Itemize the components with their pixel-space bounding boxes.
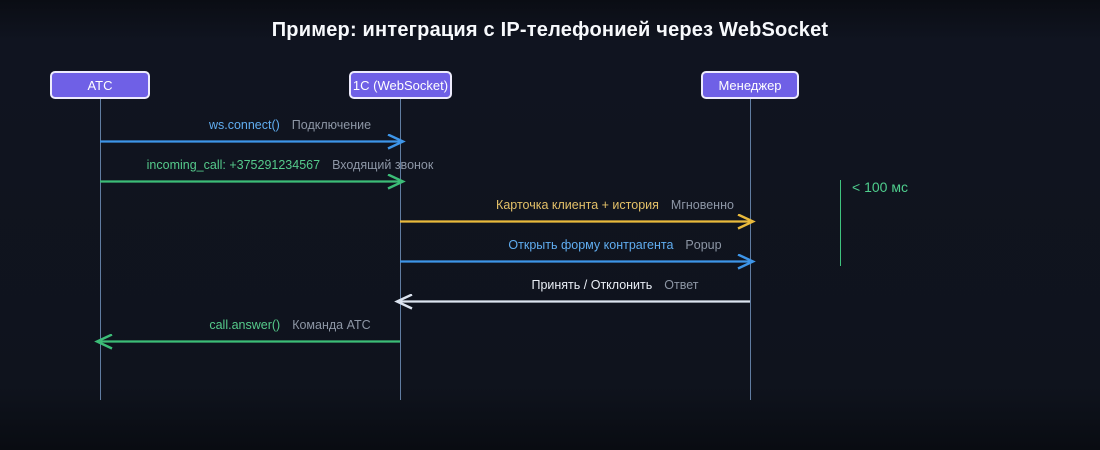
message-note: Ответ [664, 278, 699, 292]
lifeline-manager [750, 99, 751, 400]
arrow-left-icon [394, 294, 750, 310]
message-accept-decline: Принять / Отклонить Ответ [394, 276, 750, 310]
message-label: ws.connect() [208, 118, 280, 132]
message-incoming-call: incoming_call: +375291234567 Входящий зв… [100, 156, 434, 190]
actor-atc-label: АТС [87, 77, 113, 93]
message-ws-connect: ws.connect() Подключение [100, 116, 406, 150]
message-label: Открыть форму контрагента [508, 238, 674, 252]
actor-1c-websocket: 1С (WebSocket) [349, 71, 452, 99]
message-note: Popup [685, 238, 722, 252]
message-label: incoming_call: +375291234567 [146, 158, 321, 172]
message-label: call.answer() [209, 318, 281, 332]
message-note: Подключение [291, 118, 372, 132]
message-note: Команда АТС [292, 318, 371, 332]
message-accept-decline-labels: Принять / Отклонить Ответ [400, 276, 750, 294]
message-ws-connect-labels: ws.connect() Подключение [100, 116, 400, 134]
latency-annotation: < 100 мс [852, 179, 908, 195]
arrow-right-icon [400, 214, 756, 230]
message-label: Принять / Отклонить [531, 278, 653, 292]
diagram-title: Пример: интеграция с IP-телефонией через… [271, 19, 829, 41]
actor-1c-websocket-label: 1С (WebSocket) [352, 77, 449, 93]
latency-bracket-line [840, 180, 841, 266]
arrow-right-icon [400, 254, 756, 270]
arrow-right-icon [100, 174, 406, 190]
message-open-contractor-form: Открыть форму контрагента Popup [400, 236, 756, 270]
actor-manager-label: Менеджер [718, 77, 782, 93]
message-note: Входящий звонок [332, 158, 434, 172]
actor-manager: Менеджер [701, 71, 799, 99]
message-client-card-labels: Карточка клиента + история Мгновенно [400, 196, 750, 214]
message-label: Карточка клиента + история [496, 198, 659, 212]
actor-atc: АТС [50, 71, 150, 99]
message-call-answer: call.answer() Команда АТС [94, 316, 400, 350]
message-open-contractor-form-labels: Открыть форму контрагента Popup [400, 236, 750, 254]
arrow-left-icon [94, 334, 400, 350]
message-client-card: Карточка клиента + история Мгновенно [400, 196, 756, 230]
arrow-right-icon [100, 134, 406, 150]
message-incoming-call-labels: incoming_call: +375291234567 Входящий зв… [100, 156, 434, 174]
lifeline-1c-websocket [400, 99, 401, 400]
lifeline-atc [100, 99, 101, 400]
message-call-answer-labels: call.answer() Команда АТС [100, 316, 400, 334]
message-note: Мгновенно [670, 198, 734, 212]
